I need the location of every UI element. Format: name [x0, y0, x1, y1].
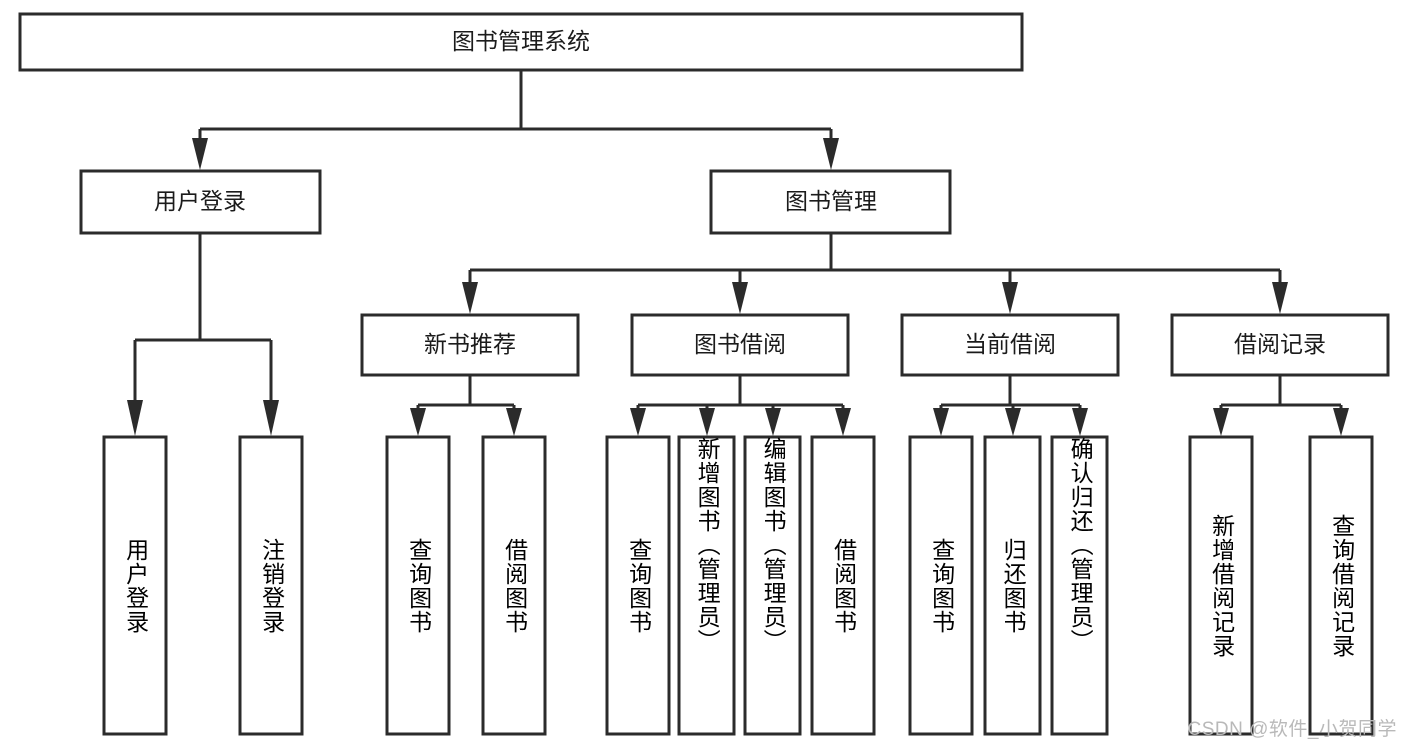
book-borrow-label: 图书借阅	[694, 331, 786, 357]
book-borrow-box[interactable]	[630, 313, 850, 377]
arrowhead-query-book-3	[933, 408, 949, 436]
leaf-confirm-return-box[interactable]	[1050, 435, 1109, 736]
node-root[interactable]: 图书管理系统	[18, 12, 1024, 72]
leaf-boxes-group	[102, 435, 1374, 736]
root-label: 图书管理系统	[452, 28, 590, 54]
arrowhead-query-record	[1333, 408, 1349, 436]
user-login-label: 用户登录	[154, 188, 246, 214]
current-borrow-box[interactable]	[900, 313, 1120, 377]
node-book-manage[interactable]: 图书管理	[709, 169, 952, 235]
arrowhead-leaf-user-login	[127, 400, 143, 436]
node-book-borrow[interactable]: 图书借阅	[630, 313, 850, 377]
connector-borrow-record-to-leaves	[1213, 375, 1349, 436]
leaf-borrow-book-2-box[interactable]	[810, 435, 876, 736]
arrowhead-leaf-logout	[263, 400, 279, 436]
arrowhead-edit-book	[765, 408, 781, 436]
node-new-book-recommend[interactable]: 新书推荐	[360, 313, 580, 377]
book-manage-label: 图书管理	[785, 188, 877, 214]
leaf-borrow-book-1-box[interactable]	[481, 435, 547, 736]
arrowhead-user-login	[192, 138, 208, 170]
leaf-edit-book-box[interactable]	[743, 435, 802, 736]
connector-root-to-level2	[192, 70, 839, 170]
node-current-borrow[interactable]: 当前借阅	[900, 313, 1120, 377]
arrowhead-new-book	[462, 282, 478, 314]
arrowhead-borrow-record	[1272, 282, 1288, 314]
arrowhead-book-borrow	[732, 282, 748, 314]
borrow-record-label: 借阅记录	[1234, 331, 1326, 357]
arrowhead-add-book	[699, 408, 715, 436]
leaf-add-record-box[interactable]	[1188, 435, 1254, 736]
connector-current-borrow-to-leaves	[933, 375, 1088, 436]
book-manage-box[interactable]	[709, 169, 952, 235]
arrowhead-query-book-1	[410, 408, 426, 436]
leaf-user-login-box[interactable]	[102, 435, 168, 736]
node-borrow-record[interactable]: 借阅记录	[1170, 313, 1390, 377]
current-borrow-label: 当前借阅	[964, 331, 1056, 357]
arrowhead-current-borrow	[1002, 282, 1018, 314]
leaf-return-book-box[interactable]	[983, 435, 1042, 736]
leaf-query-book-1-box[interactable]	[385, 435, 451, 736]
root-box[interactable]	[18, 12, 1024, 72]
leaf-query-book-2-box[interactable]	[605, 435, 671, 736]
connector-user-login-to-leaves	[127, 233, 279, 436]
arrowhead-book-manage	[823, 138, 839, 170]
arrowhead-borrow-book-2	[835, 408, 851, 436]
connector-book-manage-to-level3	[462, 233, 1288, 314]
borrow-record-box[interactable]	[1170, 313, 1390, 377]
leaf-add-book-box[interactable]	[677, 435, 736, 736]
connector-book-borrow-to-leaves	[630, 375, 851, 436]
arrowhead-query-book-2	[630, 408, 646, 436]
node-user-login[interactable]: 用户登录	[79, 169, 322, 235]
leaf-query-record-box[interactable]	[1308, 435, 1374, 736]
arrowhead-borrow-book-1	[506, 408, 522, 436]
arrowhead-return-book	[1005, 408, 1021, 436]
new-book-recommend-label: 新书推荐	[424, 331, 516, 357]
leaf-logout-box[interactable]	[238, 435, 304, 736]
leaf-query-book-3-box[interactable]	[908, 435, 974, 736]
arrowhead-add-record	[1213, 408, 1229, 436]
connector-new-book-to-leaves	[410, 375, 522, 436]
new-book-recommend-box[interactable]	[360, 313, 580, 377]
arrowhead-confirm-return	[1072, 408, 1088, 436]
csdn-watermark: CSDN @软件_小贺同学	[1187, 719, 1397, 740]
